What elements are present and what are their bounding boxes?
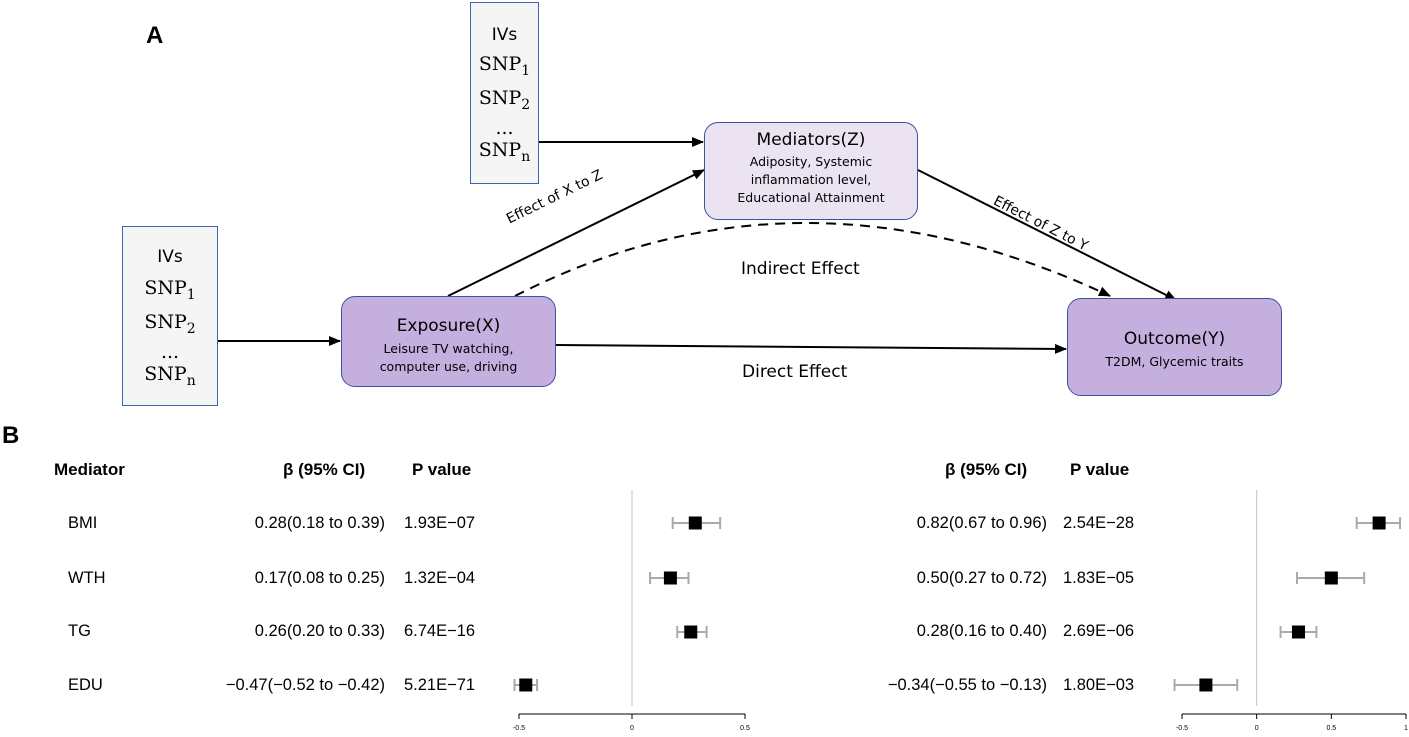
right-x-tick-label: 0 (1255, 725, 1259, 732)
mediator-name: EDU (68, 676, 103, 694)
exposure-title: Exposure(X) (396, 316, 501, 336)
mediators-node: Mediators(Z) Adiposity, Systemic inflamm… (704, 122, 918, 220)
point-estimate-square (688, 516, 702, 530)
left-x-tick-label: -0.5 (513, 725, 525, 732)
arrow-indirect-effect (514, 222, 1111, 297)
snp-ellipsis: ... (160, 340, 180, 363)
outcome-line: T2DM, Glycemic traits (1105, 354, 1244, 369)
iv-title: IVs (491, 25, 518, 45)
point-estimate-square (684, 625, 698, 639)
mediators-title: Mediators(Z) (756, 130, 866, 150)
label-direct-effect: Direct Effect (742, 362, 848, 382)
right-p: 1.83E−05 (1063, 569, 1135, 587)
iv-box-top: IVs SNP1 SNP2 ... SNPn (470, 2, 539, 184)
outcome-node: Outcome(Y) T2DM, Glycemic traits (1067, 298, 1282, 396)
panel-label-a: A (146, 22, 164, 49)
left-p: 1.93E−07 (404, 514, 476, 532)
left-p: 6.74E−16 (404, 622, 476, 640)
point-estimate-square (1324, 571, 1338, 585)
iv-title: IVs (157, 247, 183, 267)
arrow-exposure-to-outcome (555, 343, 1067, 354)
mediators-line: inflammation level, (750, 172, 872, 187)
snp-label: SNPn (144, 362, 196, 389)
right-ci: 0.50(0.27 to 0.72) (916, 569, 1047, 587)
point-estimate-square (519, 678, 533, 692)
right-forest-point-tg (1279, 625, 1318, 639)
right-x-tick-label: 0.5 (1326, 725, 1336, 732)
left-p: 1.32E−04 (404, 569, 476, 587)
header-mediator: Mediator (54, 460, 125, 479)
header-beta-right: β (95% CI) (945, 460, 1028, 479)
header-p-left: P value (412, 460, 472, 479)
exposure-line: computer use, driving (379, 359, 518, 374)
header-p-right: P value (1070, 460, 1130, 479)
label-indirect-effect: Indirect Effect (741, 259, 860, 279)
left-forest-point-tg (676, 625, 708, 639)
left-ci: 0.28(0.18 to 0.39) (254, 514, 385, 532)
left-forest-point-edu (513, 678, 539, 692)
left-forest-point-bmi (671, 516, 722, 530)
snp-label: SNP2 (478, 86, 531, 113)
right-forest-point-wth (1295, 571, 1366, 585)
panel-label-b: B (2, 422, 20, 449)
right-x-tick-label: -0.5 (1176, 725, 1188, 732)
outcome-title: Outcome(Y) (1123, 329, 1226, 349)
right-forest-point-bmi (1355, 516, 1402, 530)
mediator-name: BMI (68, 514, 98, 532)
snp-label: SNP1 (478, 53, 531, 79)
right-p: 2.69E−06 (1063, 622, 1135, 640)
iv-box-left: IVs SNP1 SNP2 ... SNPn (122, 226, 218, 406)
point-estimate-square (663, 571, 677, 585)
left-ci: 0.26(0.20 to 0.33) (254, 622, 385, 640)
mediator-name: TG (68, 622, 91, 640)
left-x-tick-label: 0 (630, 725, 634, 732)
left-ci: −0.47(−0.52 to −0.42) (225, 676, 385, 694)
point-estimate-square (1199, 678, 1213, 692)
left-p: 5.21E−71 (404, 676, 476, 694)
snp-ellipsis: ... (495, 116, 514, 139)
arrow-exposure-to-mediators (447, 169, 705, 297)
mediator-name: WTH (68, 569, 106, 587)
mediators-line: Adiposity, Systemic (749, 154, 873, 169)
right-x-tick-label: 1 (1404, 725, 1408, 732)
left-ci: 0.17(0.08 to 0.25) (254, 569, 385, 587)
right-ci: 0.28(0.16 to 0.40) (916, 622, 1047, 640)
diagram-edges (218, 137, 1177, 354)
right-ci: −0.34(−0.55 to −0.13) (887, 676, 1047, 694)
mediators-line: Educational Attainment (737, 190, 885, 205)
snp-label: SNPn (478, 138, 531, 165)
right-p: 1.80E−03 (1063, 676, 1135, 694)
exposure-node: Exposure(X) Leisure TV watching, compute… (341, 296, 556, 387)
right-forest-point-edu (1173, 678, 1239, 692)
header-beta-left: β (95% CI) (283, 460, 366, 479)
point-estimate-square (1372, 516, 1386, 530)
snp-label: SNP1 (144, 277, 196, 303)
left-x-tick-label: 0.5 (740, 725, 750, 732)
right-ci: 0.82(0.67 to 0.96) (916, 514, 1047, 532)
left-forest-point-wth (649, 571, 690, 585)
point-estimate-square (1291, 625, 1305, 639)
arrow-mediators-to-outcome (917, 169, 1177, 301)
exposure-line: Leisure TV watching, (383, 341, 514, 356)
snp-label: SNP2 (144, 310, 196, 337)
right-p: 2.54E−28 (1063, 514, 1135, 532)
